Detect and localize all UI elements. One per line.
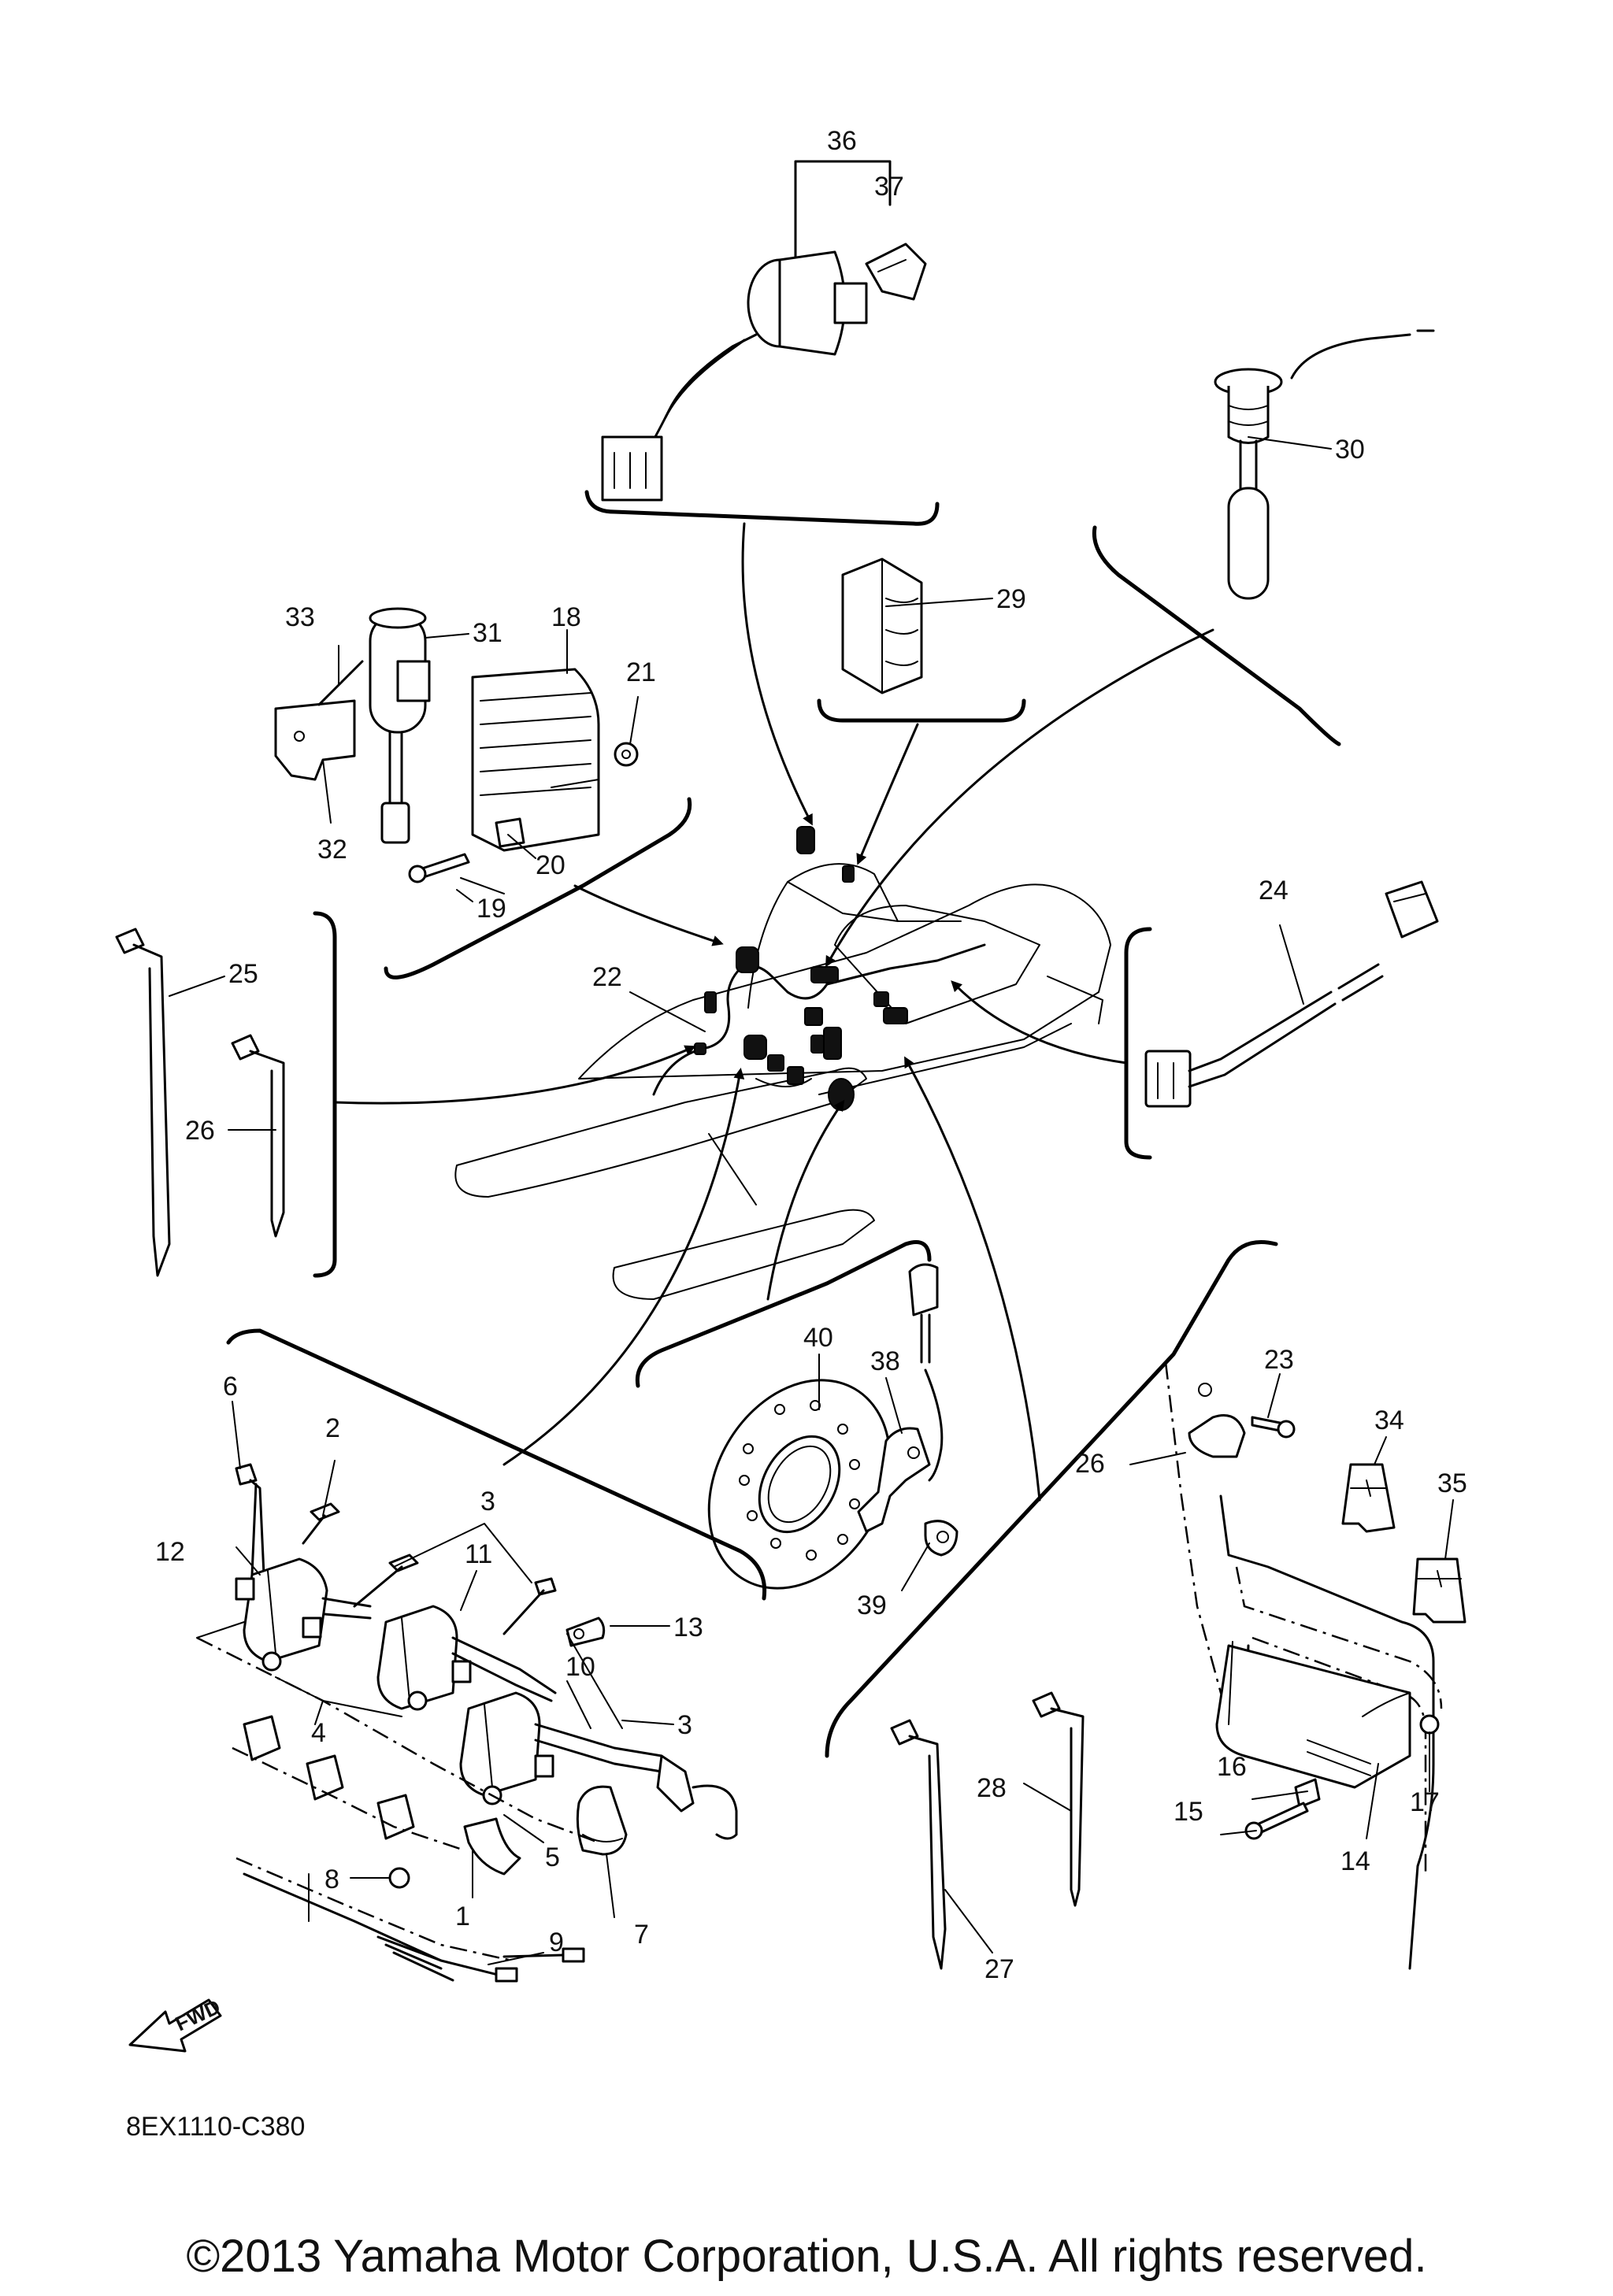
fwd-arrow: FWD xyxy=(128,1994,224,2053)
callout-1: 1 xyxy=(455,1902,470,1931)
main-switch-assembly xyxy=(601,160,927,502)
bracket-top-right xyxy=(1092,525,1341,746)
cable-ties-left xyxy=(115,928,285,1277)
bracket-ignition xyxy=(226,1328,767,1601)
callout-12: 12 xyxy=(155,1537,185,1567)
callout-32: 32 xyxy=(317,835,347,865)
callout-27: 27 xyxy=(984,1954,1014,1984)
callout-39: 39 xyxy=(857,1591,887,1620)
callout-11: 11 xyxy=(465,1539,492,1569)
wire-harness-center xyxy=(652,826,986,1111)
callout-28: 28 xyxy=(977,1773,1007,1803)
bracket-top xyxy=(584,490,940,526)
callout-3-bottom: 3 xyxy=(677,1710,692,1740)
rotor-40 xyxy=(707,1379,892,1590)
bracket-left xyxy=(313,911,337,1278)
callout-35: 35 xyxy=(1437,1468,1467,1498)
reference-code: 8EX1110-C380 xyxy=(126,2112,305,2142)
callout-14: 14 xyxy=(1340,1846,1370,1876)
callout-13: 13 xyxy=(673,1613,703,1642)
pickup-coil-38 xyxy=(857,1263,959,1557)
cable-ties-lower xyxy=(890,1691,1085,1970)
callout-31: 31 xyxy=(473,618,502,648)
callout-16: 16 xyxy=(1217,1752,1247,1782)
callout-37: 37 xyxy=(874,172,904,202)
callout-38: 38 xyxy=(870,1346,900,1376)
bracket-cdi xyxy=(825,1240,1278,1758)
callout-25: 25 xyxy=(228,959,258,989)
assembly-arrows xyxy=(333,522,1214,1502)
copyright-notice: ©2013 Yamaha Motor Corporation, U.S.A. A… xyxy=(186,2231,1426,2282)
callout-21: 21 xyxy=(626,657,656,687)
callout-labels: 36 37 30 29 33 31 18 21 32 20 19 25 22 2… xyxy=(155,126,1467,1984)
sensor-30 xyxy=(1214,329,1435,600)
callout-40: 40 xyxy=(803,1323,833,1353)
callout-26-right: 26 xyxy=(1075,1449,1105,1479)
callout-23: 23 xyxy=(1264,1345,1294,1375)
cdi-group xyxy=(1164,1361,1467,1970)
callout-9: 9 xyxy=(549,1928,564,1957)
bracket-clamp xyxy=(817,698,1026,723)
callout-8: 8 xyxy=(324,1865,339,1894)
callout-33: 33 xyxy=(285,602,315,632)
callout-20: 20 xyxy=(536,850,565,880)
wire-clamp-29 xyxy=(841,557,923,694)
callout-6: 6 xyxy=(223,1372,238,1402)
callout-15: 15 xyxy=(1174,1797,1203,1827)
leader-lines xyxy=(169,436,1454,1965)
callout-7: 7 xyxy=(634,1920,649,1950)
callout-24: 24 xyxy=(1259,876,1289,905)
bracket-rotor xyxy=(635,1240,932,1388)
ignition-coil-group xyxy=(196,1463,738,1983)
callout-19: 19 xyxy=(476,894,506,924)
bracket-right xyxy=(1124,927,1152,1160)
callout-5: 5 xyxy=(545,1842,560,1872)
callout-2: 2 xyxy=(325,1413,340,1443)
callout-3-top: 3 xyxy=(480,1487,495,1516)
callout-18: 18 xyxy=(551,602,581,632)
callout-4: 4 xyxy=(311,1718,326,1748)
rectifier-group xyxy=(274,607,639,894)
callout-26-left: 26 xyxy=(185,1116,215,1146)
wire-harness-24 xyxy=(1144,880,1439,1108)
callout-36: 36 xyxy=(827,126,857,156)
callout-10: 10 xyxy=(565,1652,595,1682)
bracket-rectifier xyxy=(384,797,692,980)
callout-29: 29 xyxy=(996,584,1026,614)
callout-22: 22 xyxy=(592,962,622,992)
callout-17: 17 xyxy=(1410,1787,1440,1817)
callout-34: 34 xyxy=(1374,1405,1404,1435)
callout-30: 30 xyxy=(1335,435,1365,465)
